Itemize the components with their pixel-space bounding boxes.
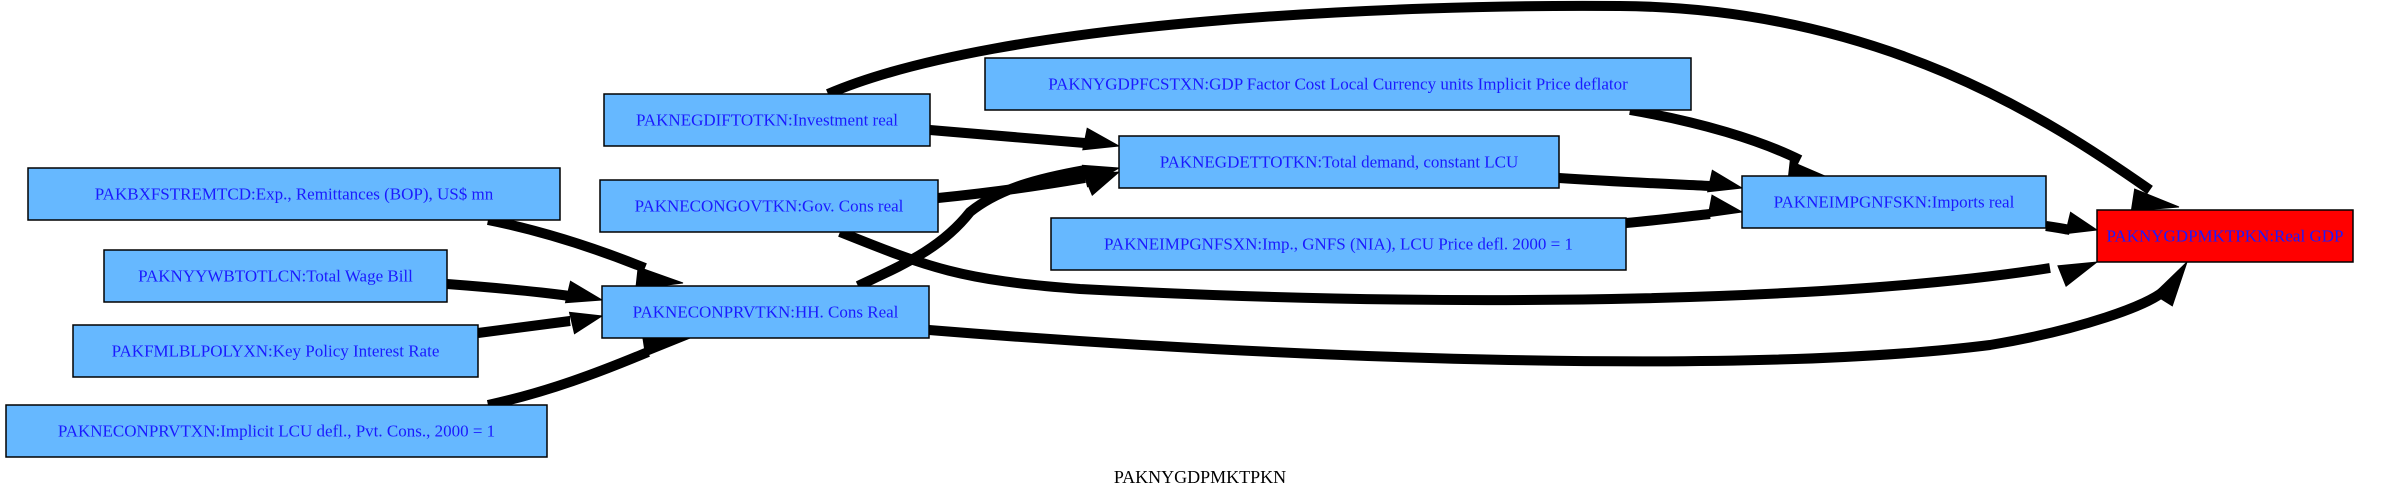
node-label: PAKNEGDIFTOTKN:Investment real: [636, 111, 898, 130]
node-label: PAKFMLBLPOLYXN:Key Policy Interest Rate: [112, 342, 440, 361]
edge-arrowhead: [2152, 261, 2188, 307]
node-prvtxn[interactable]: PAKNECONPRVTXN:Implicit LCU defl., Pvt. …: [5, 404, 548, 458]
node-label: PAKNECONPRVTXN:Implicit LCU defl., Pvt. …: [58, 422, 495, 441]
edge-line: [838, 227, 2051, 306]
edge-arrowhead: [1707, 194, 1744, 218]
node-hh[interactable]: PAKNECONPRVTKN:HH. Cons Real: [601, 285, 930, 339]
node-det[interactable]: PAKNEGDETTOTKN:Total demand, constant LC…: [1118, 135, 1560, 189]
edge-line: [446, 279, 571, 301]
node-box[interactable]: [72, 324, 479, 378]
node-label: PAKNYGDPFCSTXN:GDP Factor Cost Local Cur…: [1048, 75, 1628, 94]
edge-line: [1558, 173, 1711, 191]
edge-arrowhead: [1707, 169, 1744, 193]
node-target-gdp[interactable]: PAKNYGDPMKTPKN:Real GDP: [2096, 209, 2354, 263]
edge-line: [477, 316, 571, 338]
node-box[interactable]: [103, 249, 448, 303]
edge-imp-to-gdp: [2045, 211, 2099, 235]
node-box[interactable]: [603, 93, 931, 147]
node-box[interactable]: [601, 285, 930, 339]
node-dif[interactable]: PAKNEGDIFTOTKN:Investment real: [603, 93, 931, 147]
node-fcst[interactable]: PAKNYGDPFCSTXN:GDP Factor Cost Local Cur…: [984, 57, 1692, 111]
node-imp[interactable]: PAKNEIMPGNFSKN:Imports real: [1741, 175, 2047, 229]
node-impxn[interactable]: PAKNEIMPGNFSXN:Imp., GNFS (NIA), LCU Pri…: [1050, 217, 1627, 271]
edge-arrowhead: [2130, 188, 2180, 212]
edge-arrowhead: [2057, 261, 2099, 288]
node-fml[interactable]: PAKFMLBLPOLYXN:Key Policy Interest Rate: [72, 324, 479, 378]
node-box[interactable]: [1050, 217, 1627, 271]
edge-arrowhead: [1081, 164, 1121, 188]
edge-line: [929, 125, 1086, 148]
node-label: PAKNECONGOVTKN:Gov. Cons real: [635, 197, 904, 216]
edge-dif-to-gdp: [826, 0, 2180, 212]
edge-prvtxn-to-hh: [486, 333, 691, 410]
edge-gov-to-gdp: [838, 227, 2099, 306]
node-box[interactable]: [1741, 175, 2047, 229]
edge-line: [486, 347, 650, 410]
node-gov[interactable]: PAKNECONGOVTKN:Gov. Cons real: [599, 179, 939, 233]
node-box[interactable]: [2096, 209, 2354, 263]
node-box[interactable]: [27, 167, 561, 221]
edge-det-to-imp: [1558, 169, 1744, 193]
edge-hh-to-gdp: [928, 261, 2188, 367]
edge-arrowhead: [1082, 127, 1121, 151]
node-box[interactable]: [984, 57, 1692, 111]
node-label: PAKNECONPRVTKN:HH. Cons Real: [633, 303, 899, 322]
node-box[interactable]: [1118, 135, 1560, 189]
node-bxf[interactable]: PAKBXFSTREMTCD:Exp., Remittances (BOP), …: [27, 167, 561, 221]
graph-label: PAKNYGDPMKTPKN: [1114, 467, 1286, 487]
edge-dif-to-det: [929, 125, 1121, 151]
edge-arrowhead: [2064, 211, 2099, 235]
edge-arrowhead: [564, 280, 604, 304]
nodes-layer: PAKBXFSTREMTCD:Exp., Remittances (BOP), …: [5, 57, 2354, 458]
node-wage[interactable]: PAKNYYWBTOTLCN:Total Wage Bill: [103, 249, 448, 303]
edge-wage-to-hh: [446, 279, 604, 304]
node-label: PAKNEGDETTOTKN:Total demand, constant LC…: [1160, 153, 1519, 172]
edge-line: [487, 215, 647, 273]
edge-line: [1629, 105, 1803, 165]
edge-hh-to-det: [855, 164, 1121, 291]
edge-arrowhead: [568, 311, 604, 335]
edge-line: [826, 0, 2153, 195]
edge-fml-to-hh: [477, 311, 604, 338]
node-label: PAKBXFSTREMTCD:Exp., Remittances (BOP), …: [95, 185, 494, 204]
edge-line: [855, 165, 1086, 291]
node-label: PAKNEIMPGNFSKN:Imports real: [1774, 193, 2015, 212]
node-box[interactable]: [599, 179, 939, 233]
node-label: PAKNYYWBTOTLCN:Total Wage Bill: [138, 267, 413, 286]
edge-impxn-to-imp: [1625, 194, 1744, 228]
node-label: PAKNEIMPGNFSXN:Imp., GNFS (NIA), LCU Pri…: [1104, 235, 1573, 254]
edge-line: [928, 286, 2169, 367]
edge-fcst-to-imp: [1629, 105, 1827, 184]
edges-layer: [446, 0, 2188, 410]
edge-line: [1625, 209, 1711, 228]
node-label: PAKNYGDPMKTPKN:Real GDP: [2107, 227, 2344, 246]
node-box[interactable]: [5, 404, 548, 458]
